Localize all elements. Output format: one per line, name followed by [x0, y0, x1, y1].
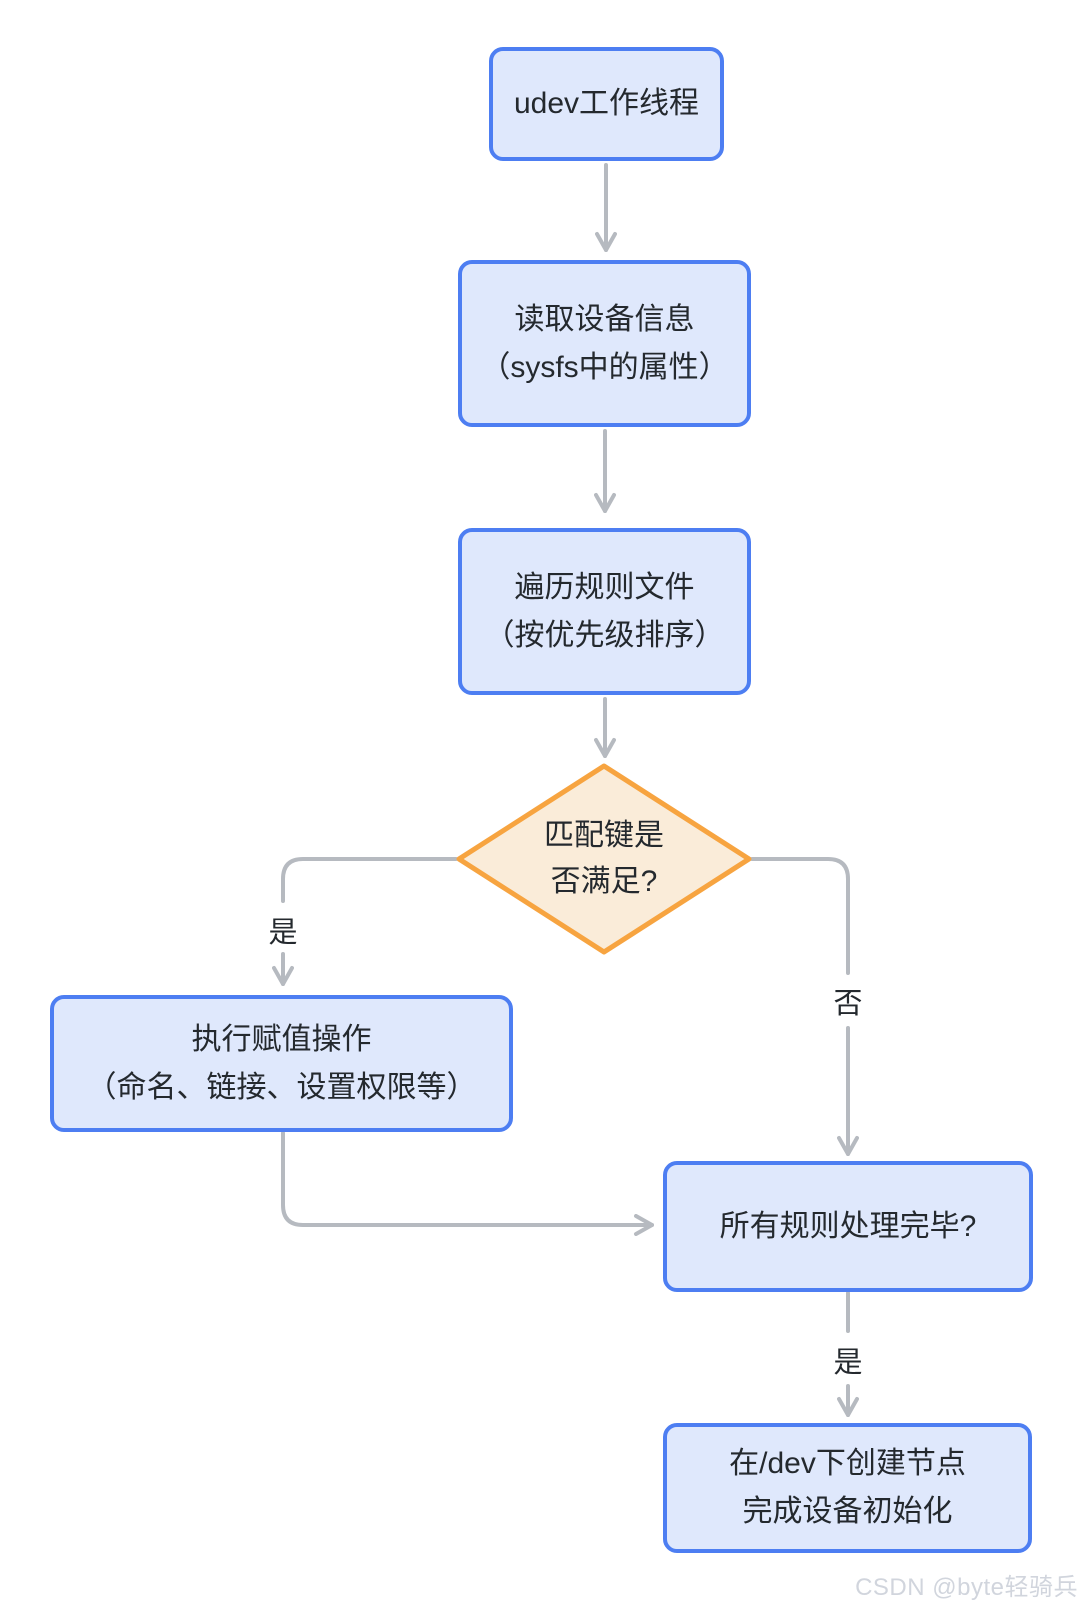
edge-label-yes-left: 是: [266, 909, 300, 951]
node-all-rules-processed: 所有规则处理完毕?: [663, 1161, 1033, 1292]
node-label-line2: （sysfs中的属性）: [480, 350, 729, 384]
node-label-line1: 在/dev下创建节点: [729, 1447, 966, 1480]
node-label-line1: 匹配键是: [544, 819, 664, 852]
node-label-line2: （命名、链接、设置权限等）: [86, 1070, 477, 1104]
edge-label-yes-bottom: 是: [831, 1339, 865, 1381]
node-label-line2: （按优先级排序）: [484, 618, 725, 652]
node-label-line1: 遍历规则文件: [514, 570, 695, 604]
edge-label-no-right: 否: [831, 980, 865, 1022]
edge-assign-to-alldone: [281, 1131, 654, 1236]
node-read-device-info: 读取设备信息 （sysfs中的属性）: [458, 260, 751, 427]
node-udev-worker-thread: udev工作线程: [489, 47, 724, 161]
node-match-key-decision: 匹配键是 否满足?: [456, 763, 752, 955]
decision-diamond-shape: [456, 763, 752, 955]
node-label-line1: 执行赋值操作: [191, 1022, 372, 1056]
watermark-text: CSDN @byte轻骑兵: [855, 1574, 1078, 1601]
node-label: udev工作线程: [513, 87, 700, 120]
edge-decision-yes-horizontal: [281, 857, 458, 903]
node-label-line2: 完成设备初始化: [742, 1495, 953, 1528]
node-iterate-rule-files: 遍历规则文件 （按优先级排序）: [458, 528, 751, 695]
node-create-dev-node: 在/dev下创建节点 完成设备初始化: [663, 1423, 1032, 1553]
edge-decision-no-horizontal: [750, 857, 850, 975]
node-apply-assignments: 执行赋值操作 （命名、链接、设置权限等）: [50, 995, 513, 1132]
node-label: 所有规则处理完毕?: [719, 1209, 977, 1243]
node-label-line1: 读取设备信息: [514, 302, 695, 336]
node-label-line2: 否满足?: [550, 865, 658, 898]
